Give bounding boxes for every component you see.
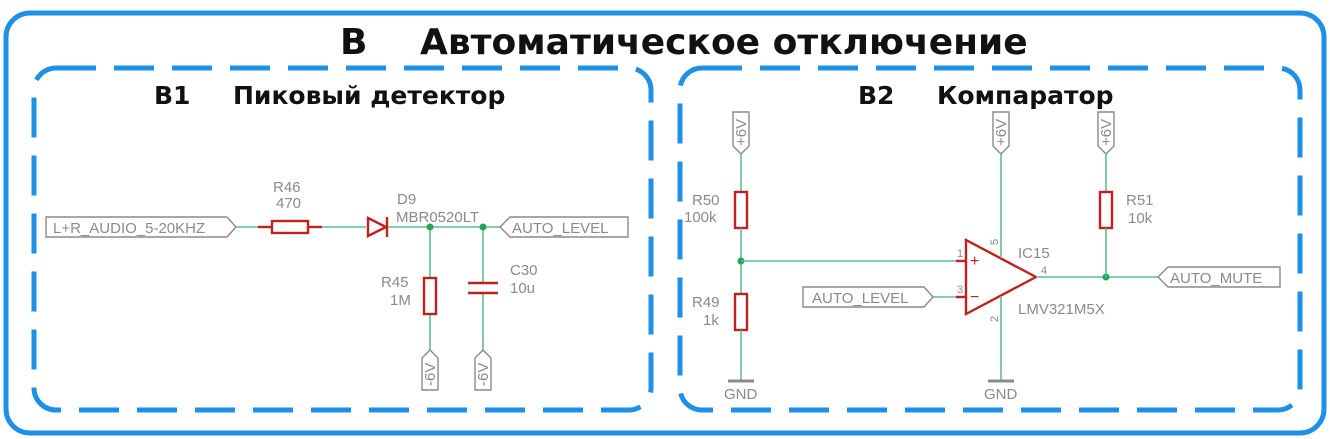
- r45-ref: R45: [381, 274, 409, 291]
- resistor-r46: [270, 219, 310, 235]
- b2-frame: [677, 65, 1303, 413]
- rail-flag-pos6v-opamp: +6V: [992, 111, 1010, 155]
- ic15-ref: IC15: [1018, 245, 1050, 262]
- rail-label-pos6v-divider: +6V: [733, 119, 750, 146]
- r50-ref: R50: [692, 192, 720, 209]
- rail-label-neg6v-r45: -6V: [422, 363, 439, 386]
- junction-r45: [426, 223, 434, 231]
- r50-value: 100k: [684, 209, 717, 226]
- capacitor-c30: [468, 281, 498, 295]
- d9-ref: D9: [397, 191, 416, 208]
- opamp-plus-sign: +: [970, 253, 979, 270]
- pin-5-label: 5: [989, 239, 1001, 245]
- net-flag-input-audio: L+R_AUDIO_5-20KHZ: [45, 216, 237, 238]
- net-label-auto-level-in: AUTO_LEVEL: [812, 290, 908, 307]
- pin-1-label: 1: [957, 248, 963, 260]
- rail-label-neg6v-c30: -6V: [475, 363, 492, 386]
- net-flag-auto-level-in: AUTO_LEVEL: [802, 286, 934, 308]
- r51-ref: R51: [1126, 192, 1154, 209]
- d9-value: MBR0520LT: [396, 209, 479, 226]
- main-title: Автоматическое отключение: [420, 22, 1028, 63]
- b2-letter: B2: [858, 81, 894, 110]
- rail-label-pos6v-opamp: +6V: [993, 119, 1010, 146]
- main-title-letter: B: [340, 22, 367, 63]
- pin-3-label: 3: [957, 284, 963, 296]
- rail-flag-pos6v-divider: +6V: [732, 111, 750, 155]
- r49-ref: R49: [692, 294, 720, 311]
- net-label-input-audio: L+R_AUDIO_5-20KHZ: [53, 220, 205, 237]
- net-label-auto-level-out: AUTO_LEVEL: [512, 220, 608, 237]
- ic15-value: LMV321M5X: [1018, 301, 1105, 318]
- gnd-label-opamp: GND: [984, 386, 1018, 403]
- net-label-auto-mute: AUTO_MUTE: [1170, 270, 1262, 287]
- net-flag-auto-level-out: AUTO_LEVEL: [499, 216, 629, 238]
- b1-frame: [31, 65, 654, 413]
- gnd-label-divider: GND: [724, 386, 758, 403]
- resistor-r50: [733, 190, 749, 230]
- r46-value: 470: [276, 195, 301, 212]
- r45-value: 1M: [390, 292, 411, 309]
- r49-value: 1k: [703, 312, 719, 329]
- b1-title: Пиковый детектор: [233, 81, 505, 110]
- r46-ref: R46: [273, 179, 301, 196]
- r51-value: 10k: [1128, 210, 1153, 227]
- resistor-r51: [1098, 190, 1114, 230]
- rail-flag-neg6v-c30: -6V: [474, 349, 492, 391]
- resistor-r45: [422, 276, 438, 316]
- b1-letter: B1: [154, 81, 190, 110]
- resistor-r49: [733, 292, 749, 332]
- junction-c30: [479, 223, 487, 231]
- c30-value: 10u: [510, 280, 535, 297]
- net-flag-auto-mute: AUTO_MUTE: [1157, 266, 1281, 288]
- rail-flag-pos6v-pullup: +6V: [1097, 111, 1115, 155]
- c30-ref: C30: [510, 262, 538, 279]
- opamp-minus-sign: −: [970, 289, 979, 306]
- pin-4-label: 4: [1041, 265, 1047, 277]
- opamp-ic15: [956, 238, 1039, 316]
- pin-2-label: 2: [989, 316, 1001, 322]
- rail-label-pos6v-pullup: +6V: [1098, 119, 1115, 146]
- diode-d9: [366, 216, 389, 238]
- b2-title: Компаратор: [937, 81, 1114, 110]
- rail-flag-neg6v-r45: -6V: [421, 349, 439, 391]
- outer-frame: [3, 10, 1327, 436]
